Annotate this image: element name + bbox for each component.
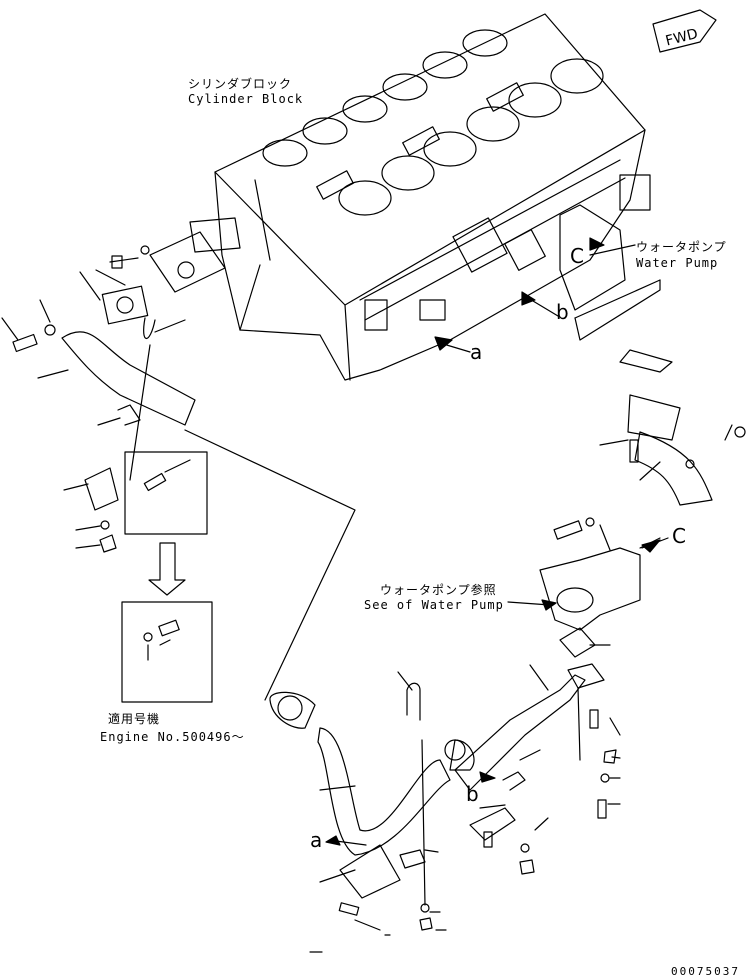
lower-pipe-assembly <box>269 664 586 953</box>
water-pump-en-label: Water Pump <box>636 256 719 270</box>
ref-c-lower: C <box>672 524 686 548</box>
svg-text:FWD: FWD <box>664 26 700 49</box>
reference-arrows[interactable] <box>325 237 669 846</box>
ref-c-upper: C <box>570 244 584 268</box>
ref-b-lower: b <box>466 782 479 806</box>
bolt-change-boxes <box>121 451 213 703</box>
ref-b-upper: b <box>556 300 569 324</box>
cylinder-block-en-label: Cylinder Block <box>188 92 304 106</box>
cylinder-block <box>214 13 651 381</box>
see-water-pump-en-label: See of Water Pump <box>364 598 504 612</box>
middle-manifold <box>539 517 661 658</box>
see-water-pump-jp-label: ウォータポンプ参照 <box>380 583 497 597</box>
right-elbow-group <box>574 279 746 506</box>
leader-line <box>184 429 356 701</box>
left-pipe <box>1 271 196 553</box>
ref-a-upper: a <box>470 340 483 364</box>
left-flange-group <box>95 217 241 325</box>
lower-flange <box>567 663 621 819</box>
document-id: 00075037 <box>671 965 740 978</box>
water-pump-jp-label: ウォータポンプ <box>636 240 727 254</box>
engine-no-label: Engine No.500496～ <box>100 730 245 744</box>
applicable-jp-label: 適用号機 <box>108 712 161 726</box>
cylinder-block-jp-label: シリンダブロック <box>188 77 293 91</box>
water-pump-leader <box>574 244 661 319</box>
fwd-arrow-icon: FWD <box>652 9 717 53</box>
ref-a-lower: a <box>310 828 323 852</box>
